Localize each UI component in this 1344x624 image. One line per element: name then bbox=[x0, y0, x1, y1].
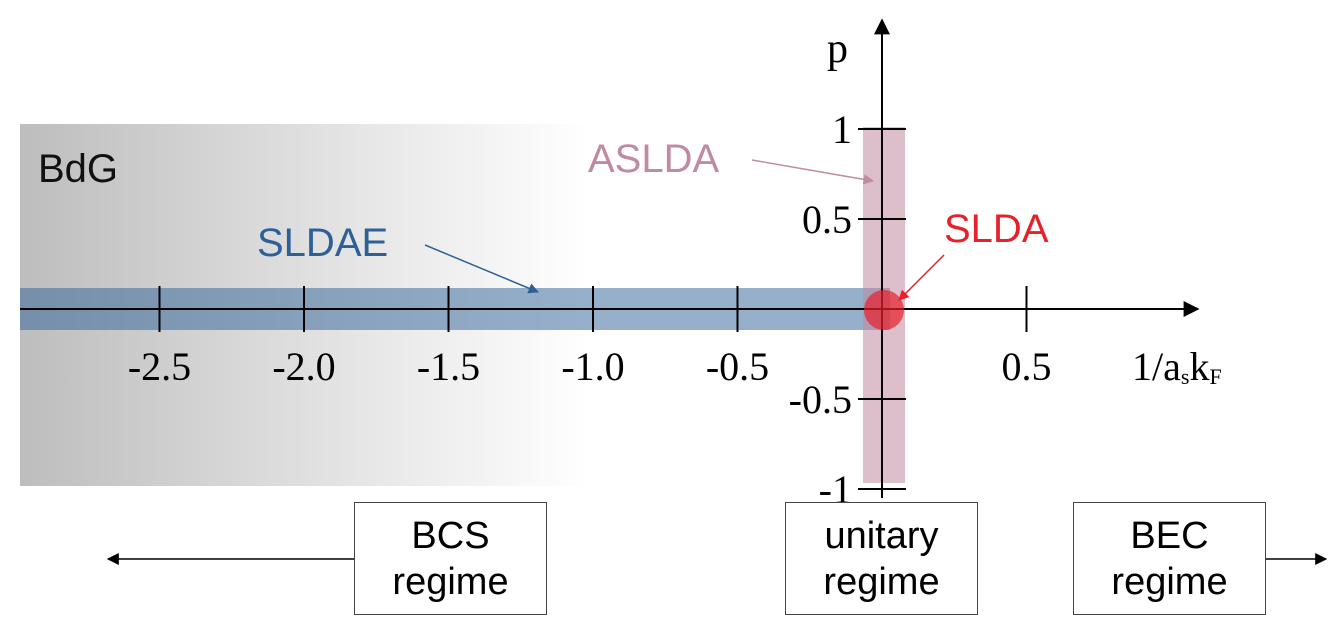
bcs-regime-box: BCS regime bbox=[354, 502, 547, 615]
unitary-regime-line2: regime bbox=[823, 560, 940, 603]
x-axis-label-sub2: F bbox=[1209, 364, 1221, 389]
x-axis-label: 1/askF bbox=[1132, 344, 1222, 389]
x-tick-label: -2.0 bbox=[272, 344, 335, 389]
x-tick-label: -1.0 bbox=[561, 344, 624, 389]
bcs-regime-line2: regime bbox=[392, 560, 509, 603]
y-tick-label: -0.5 bbox=[789, 377, 852, 422]
aslda-label: ASLDA bbox=[588, 137, 719, 181]
x-axis-label-mid: k bbox=[1189, 344, 1209, 389]
sldae-pointer-arrow bbox=[424, 244, 539, 294]
x-tick-label: 0.5 bbox=[1002, 344, 1052, 389]
slda-point bbox=[864, 290, 904, 330]
unitary-regime-line1: unitary bbox=[824, 514, 939, 557]
x-tick-label: -2.5 bbox=[128, 344, 191, 389]
slda-label: SLDA bbox=[944, 207, 1049, 251]
x-axis-label-main: 1/a bbox=[1132, 344, 1181, 389]
x-axis-ticks: -2.5 -2.0 -1.5 -1.0 -0.5 0.5 bbox=[128, 286, 1052, 389]
x-axis-label-sub1: s bbox=[1181, 364, 1190, 389]
slda-pointer-arrow bbox=[898, 254, 945, 301]
y-tick-label: 1 bbox=[832, 107, 852, 152]
bec-regime-line2: regime bbox=[1111, 560, 1228, 603]
bec-regime-box: BEC regime bbox=[1073, 502, 1266, 615]
y-tick-label: 0.5 bbox=[802, 197, 852, 242]
unitary-regime-box: unitary regime bbox=[785, 502, 978, 615]
y-axis-label: p bbox=[827, 26, 848, 72]
sldae-label: SLDAE bbox=[257, 221, 388, 265]
aslda-pointer-arrow bbox=[751, 159, 875, 185]
x-tick-label: -0.5 bbox=[706, 344, 769, 389]
bec-regime-line1: BEC bbox=[1130, 514, 1209, 557]
x-tick-label: -1.5 bbox=[417, 344, 480, 389]
bdg-label: BdG bbox=[38, 147, 118, 191]
bcs-regime-line1: BCS bbox=[411, 514, 490, 557]
